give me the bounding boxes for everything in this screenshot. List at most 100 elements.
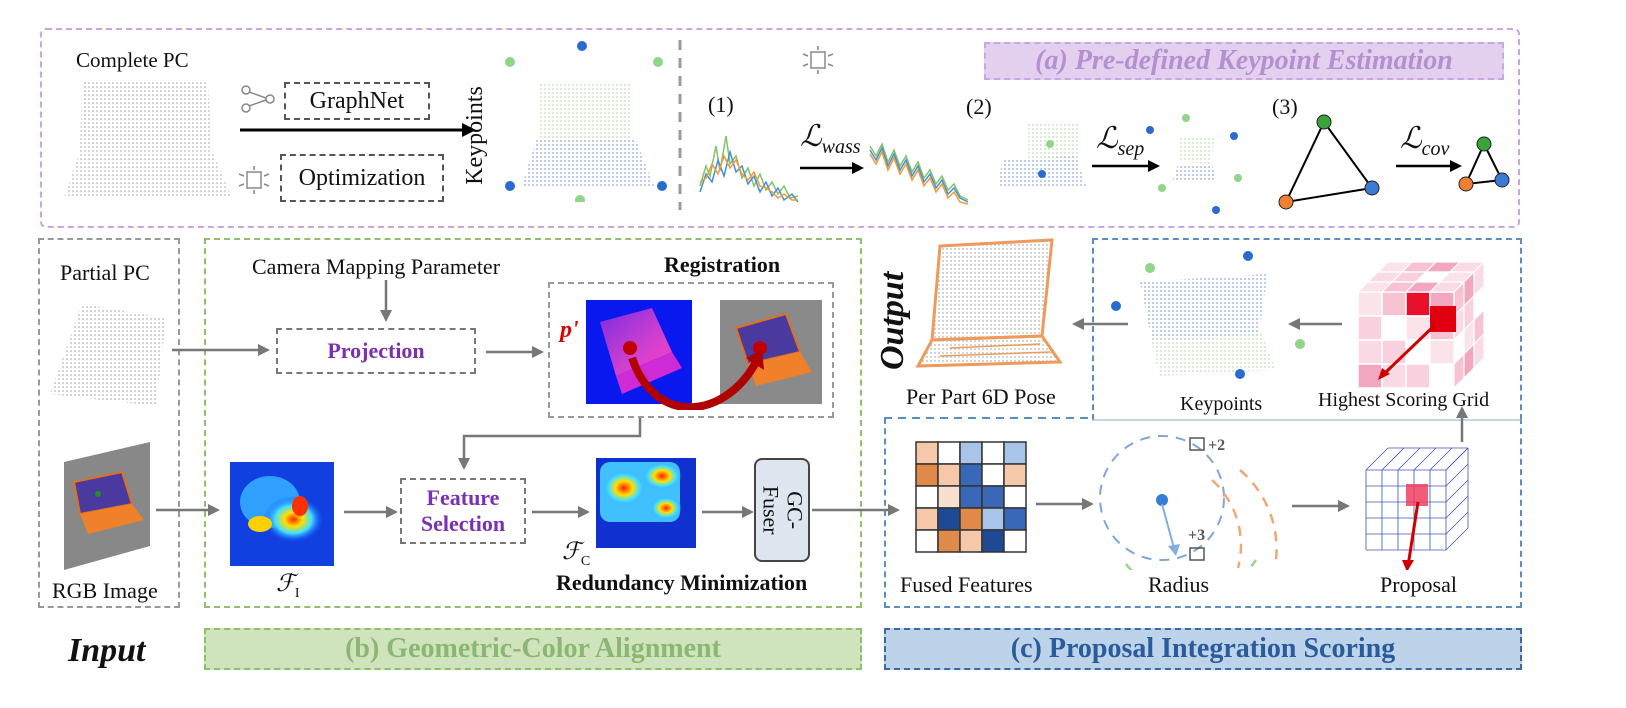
feature-cell <box>959 441 983 465</box>
cov-arrow <box>1396 160 1462 172</box>
feature-map-i <box>230 462 334 566</box>
plus3-label: +3 <box>1188 527 1206 544</box>
keypoint-dot <box>577 41 587 51</box>
registration-box <box>548 282 834 418</box>
feature-cell <box>1003 507 1027 531</box>
optimization-icon <box>238 166 270 194</box>
wire-line <box>1445 447 1469 471</box>
fc-to-fuser-arrow <box>702 506 754 518</box>
loss-cov: ℒcov <box>1400 122 1450 160</box>
p-prime-label: p' <box>560 317 579 343</box>
pose-laptop <box>915 238 1063 368</box>
distribution-plot-after <box>869 142 969 205</box>
grid-cell <box>1357 315 1383 341</box>
grid-cell <box>1429 363 1455 389</box>
grid-cell <box>1357 363 1383 389</box>
feature-cell <box>1003 529 1027 553</box>
keypoint-dot <box>1278 194 1294 210</box>
grid-cell <box>1405 315 1431 341</box>
grid-to-keypoints-arrow <box>1288 318 1342 330</box>
camera-param-label: Camera Mapping Parameter <box>252 254 501 279</box>
proposal-cell <box>1406 484 1428 506</box>
graphnet-arrow <box>240 123 476 137</box>
keypoint-dot <box>1234 174 1242 182</box>
section-c-title: (c) Proposal Integration Scoring <box>884 628 1522 670</box>
loss-sep: ℒsep <box>1096 122 1145 160</box>
wire-line <box>1365 447 1389 471</box>
optimization-icon-small <box>802 46 834 74</box>
proposal-label: Proposal <box>1380 572 1457 597</box>
keypoint-dot <box>1494 172 1510 188</box>
proposal-grid-cube <box>1365 447 1469 570</box>
grid-cell <box>1381 339 1407 365</box>
grid-cell <box>1429 339 1455 365</box>
keypoint-dot <box>1212 206 1220 214</box>
feature-cell <box>1003 441 1027 465</box>
feature-cell <box>1003 463 1027 487</box>
cov-triangle-after <box>1458 136 1510 192</box>
distribution-plot-before <box>699 135 799 203</box>
feature-map-c <box>596 458 696 548</box>
scoring-grid-cube <box>1356 260 1486 390</box>
grid-cell <box>1405 291 1431 317</box>
keypoint-dot <box>1046 140 1054 148</box>
feature-cell <box>937 529 961 553</box>
keypoint-dot <box>1364 180 1380 196</box>
keypoint-dot <box>1230 132 1238 140</box>
keypoint-laptop <box>505 41 667 202</box>
wire-line <box>1445 495 1469 519</box>
output-keypoints <box>1111 251 1305 379</box>
wire-line <box>1413 447 1437 471</box>
output-keypoints-label: Keypoints <box>1180 393 1263 415</box>
feature-cell <box>981 507 1005 531</box>
keypoint-dot <box>1235 369 1245 379</box>
keypoint-dot <box>505 181 515 191</box>
feature-cell <box>937 441 961 465</box>
plus2-label: +2 <box>1208 437 1226 454</box>
fused-to-radius-arrow <box>1036 498 1094 510</box>
f-c-label: ℱC <box>562 539 591 569</box>
registration-label: Registration <box>664 252 781 277</box>
fi-to-selection-arrow <box>344 506 398 518</box>
graphnet-box: GraphNet <box>284 82 430 120</box>
radius-to-proposal-arrow <box>1292 500 1350 512</box>
feature-cell <box>1003 485 1027 509</box>
section-a-title: (a) Pre-defined Keypoint Estimation <box>984 42 1504 80</box>
keypoint-dot <box>1182 114 1190 122</box>
proposal-arrow-head <box>1402 560 1414 570</box>
feature-cell <box>981 529 1005 553</box>
radius-label: Radius <box>1148 572 1210 597</box>
keypoints-to-pose-arrow <box>1072 318 1128 330</box>
keypoint-dot <box>1158 184 1166 192</box>
gc-fuser-block: GC- Fuser <box>754 458 810 562</box>
sep-arrow <box>1092 160 1160 172</box>
section-b-title: (b) Geometric-Color Alignment <box>204 628 862 670</box>
grid-cell <box>1405 363 1431 389</box>
section-b-frame <box>204 238 862 608</box>
highest-arrow <box>1384 322 1438 374</box>
fused-features-label: Fused Features <box>900 572 1033 597</box>
keypoint-dot <box>1146 126 1154 134</box>
keypoint-dot <box>1038 170 1046 178</box>
section-c-frame <box>884 418 1522 608</box>
feature-cell <box>981 485 1005 509</box>
rgb-image-label: RGB Image <box>52 578 158 603</box>
registration-images <box>586 300 822 410</box>
f-i-label: ℱI <box>276 571 300 601</box>
section-a-frame <box>40 28 1520 228</box>
wire-line <box>1445 511 1469 535</box>
feature-cell <box>915 441 939 465</box>
feature-cell <box>915 463 939 487</box>
keypoint-dot <box>575 195 585 202</box>
projection-box: Projection <box>276 328 476 374</box>
grid-cell <box>1357 339 1383 365</box>
feature-cell <box>915 529 939 553</box>
keypoint-dot <box>1295 339 1305 349</box>
wire-line <box>1397 447 1421 471</box>
wire-line <box>1381 447 1405 471</box>
proposal-arrow <box>1406 501 1420 567</box>
fuser-label-1: GC- <box>782 491 808 529</box>
grid-cell <box>1357 291 1383 317</box>
keypoint-dot <box>505 57 515 67</box>
